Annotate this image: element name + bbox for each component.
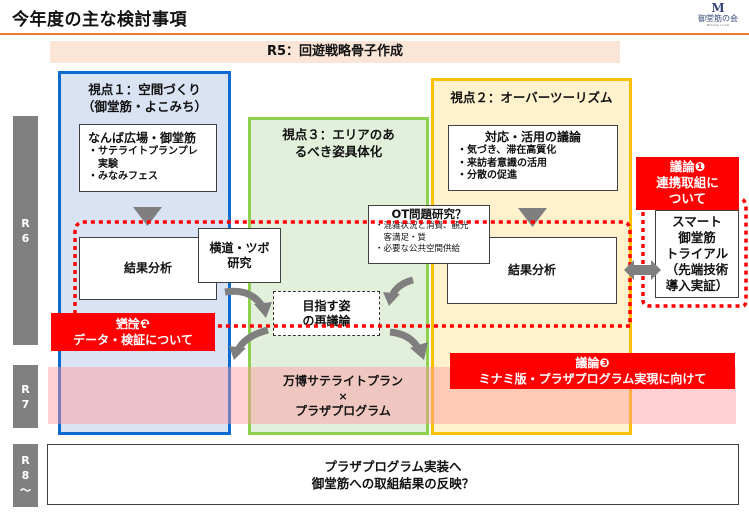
viewpoint1-analysis-box: 結果分析 bbox=[79, 237, 217, 300]
viewpoint3-title: 視点３：エリアのあ るべき姿具体化 bbox=[282, 127, 395, 159]
logo-name: 御堂筋の会 bbox=[698, 14, 738, 23]
namba-plaza-box: なんば広場・御堂筋 ・サテライトプランプレ 実験 ・みなみフェス bbox=[79, 124, 217, 192]
era-r7: R 7 bbox=[13, 365, 38, 428]
era-r6: R 6 bbox=[13, 116, 38, 345]
smart-midosuji-trial-box: スマート 御堂筋 トライアル （先端技術 導入実証） bbox=[655, 210, 739, 298]
r7-band-text: 万博サテライトプラン × プラザプログラム bbox=[282, 373, 403, 418]
discussion-3-badge: 議論❸ ミナミ版・プラザプログラム実現に向けて bbox=[450, 353, 735, 389]
r8-box: プラザプログラム実装へ 御堂筋への取組結果の反映？ bbox=[47, 444, 739, 505]
target-vision-box: 目指す姿 の再議論 bbox=[273, 291, 380, 336]
logo: M 御堂筋の会 Midosuji no Kai bbox=[690, 2, 746, 32]
ot-research-box: OT問題研究？ ・混雑状況と消費、観光 客満足・質 ・必要な公共空間供給 bbox=[368, 205, 490, 264]
title-divider bbox=[0, 33, 749, 35]
logo-tagline: Midosuji no Kai bbox=[706, 23, 730, 27]
era-r8: R 8 〜 bbox=[13, 444, 38, 507]
logo-mark-icon: M bbox=[711, 1, 725, 15]
page-title: 今年度の主な検討事項 bbox=[12, 10, 187, 30]
yokomichi-research-box: 横道・ツボ 研究 bbox=[198, 228, 281, 283]
tourism-discussion-box: 対応・活用の議論 ・気づき、滞在高質化 ・来訪者意識の活用 ・分散の促進 bbox=[448, 125, 618, 191]
discussion-1-badge: 議論❶ 連携取組に ついて bbox=[636, 157, 739, 210]
viewpoint2-title: 視点２：オーバーツーリズム bbox=[450, 90, 613, 105]
viewpoint1-title: 視点１：空間づくり （御堂筋・よこみち） bbox=[81, 82, 207, 114]
discussion-2-badge: 議論❷ データ・検証について bbox=[51, 313, 215, 351]
r5-banner: R5：回遊戦略骨子作成 bbox=[50, 41, 620, 63]
arrowhead-icon bbox=[229, 346, 246, 360]
